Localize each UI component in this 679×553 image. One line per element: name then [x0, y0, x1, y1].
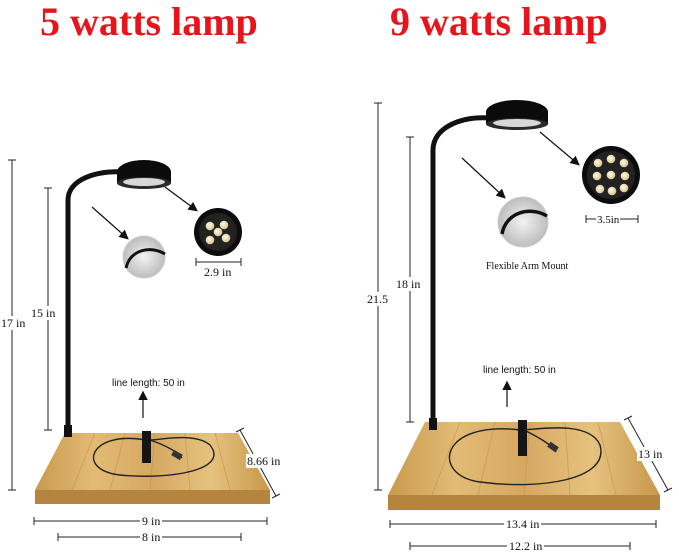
label-cable-5w: line length: 50 in	[112, 378, 185, 389]
label-base-width-inner-5w: 8 in	[140, 530, 163, 544]
arrow-head-9w	[539, 131, 580, 166]
label-base-width-5w: 9 in	[140, 514, 163, 528]
label-total-height-9w: 21.5	[366, 292, 389, 306]
usb-plug-9w	[547, 441, 559, 453]
bamboo-base-9w	[388, 421, 660, 510]
arrow-arm-5w	[91, 206, 129, 240]
label-flexible-arm-mount: Flexible Arm Mount	[486, 261, 569, 272]
label-head-size-9w: 3.5in	[596, 213, 621, 227]
label-arm-height-5w: 15 in	[30, 306, 57, 320]
led-detail-9w	[582, 146, 640, 204]
gooseneck-5w	[65, 169, 128, 433]
title-5w: 5 watts lamp	[40, 0, 258, 44]
switch-5w	[142, 431, 151, 463]
label-cable-9w: line length: 50 in	[483, 365, 556, 376]
title-9w: 9 watts lamp	[390, 0, 608, 44]
led-detail-5w	[194, 208, 242, 256]
label-total-height-5w: 17 in	[0, 316, 27, 330]
lamp-5w	[8, 159, 281, 541]
arrow-arm-9w	[461, 157, 506, 199]
label-base-width-inner-9w: 12.2 in	[507, 539, 545, 553]
label-head-size-5w: 2.9 in	[204, 265, 232, 279]
arrow-head-5w	[164, 186, 198, 212]
arm-detail-circle-5w	[122, 235, 166, 279]
label-arm-height-9w: 18 in	[395, 277, 422, 291]
label-base-depth-9w: 13 in	[637, 447, 664, 461]
label-base-width-9w: 13.4 in	[504, 517, 542, 531]
lamp-head-9w	[486, 100, 548, 130]
usb-plug-5w	[171, 449, 183, 461]
lamp-head-5w	[117, 160, 171, 189]
gooseneck-9w	[430, 115, 493, 428]
bamboo-base-5w	[35, 432, 270, 504]
label-base-depth-5w: 8.66 in	[246, 454, 282, 468]
lamp-9w	[374, 100, 673, 550]
arm-detail-circle-9w	[497, 196, 549, 248]
switch-9w	[518, 420, 527, 456]
